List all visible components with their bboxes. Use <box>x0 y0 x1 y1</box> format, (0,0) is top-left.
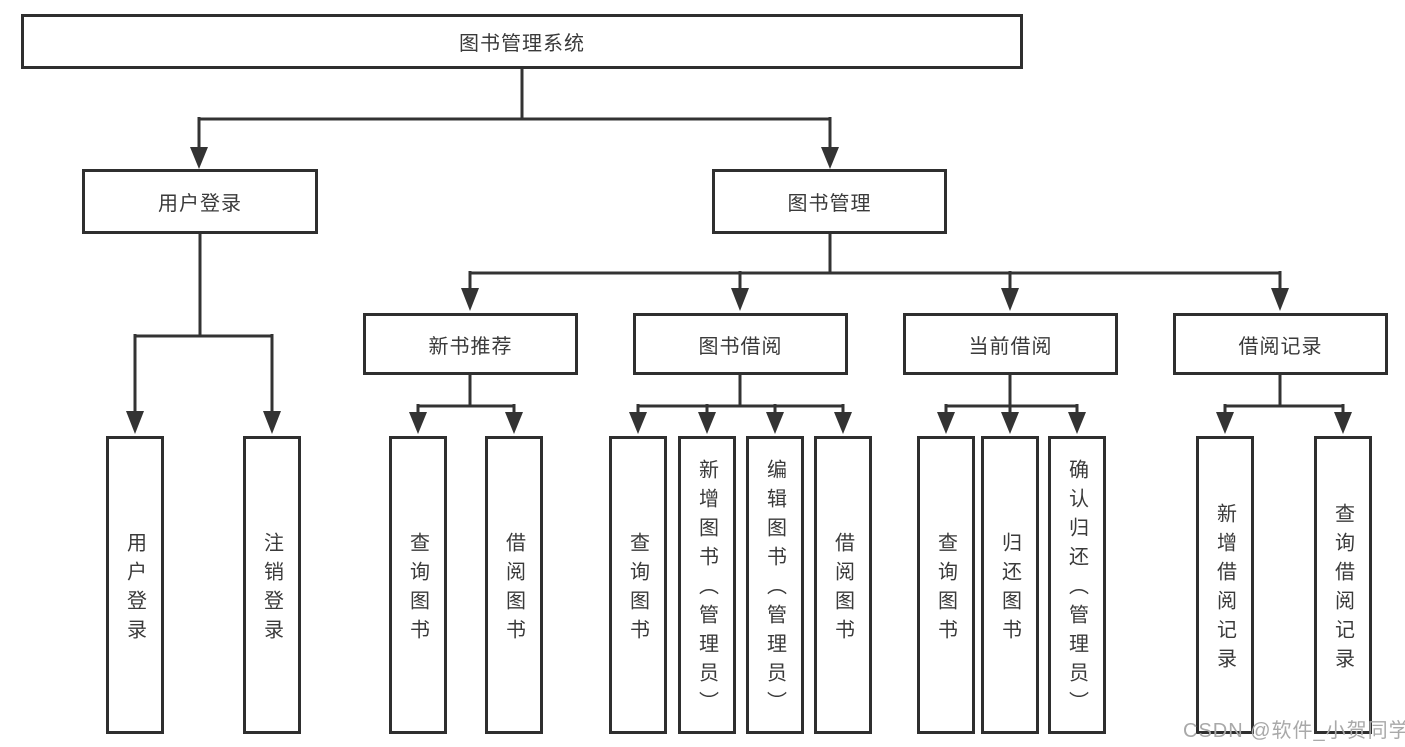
node-book-management: 图书管理 <box>712 169 947 234</box>
leaf-borrow-books-label: 借阅图书 <box>831 531 854 648</box>
connector-user-login <box>126 234 281 434</box>
leaf-query-borrow-record: 查询借阅记录 <box>1314 436 1372 734</box>
leaf-query-books-recommend: 查询图书 <box>389 436 447 734</box>
leaf-logout-label: 注销登录 <box>260 531 283 648</box>
leaf-logout: 注销登录 <box>243 436 301 734</box>
leaf-confirm-return-admin: 确认归还（管理员） <box>1048 436 1106 734</box>
leaf-add-books-admin: 新增图书（管理员） <box>678 436 736 734</box>
leaf-query-books-borrow-label: 查询图书 <box>626 531 649 648</box>
connector-current-borrow <box>937 375 1086 434</box>
node-borrow-records-label: 借阅记录 <box>1238 335 1323 358</box>
connector-root <box>190 69 839 169</box>
node-book-management-label: 图书管理 <box>787 193 872 215</box>
leaf-add-books-admin-label: 新增图书（管理员） <box>695 459 718 720</box>
node-current-borrow: 当前借阅 <box>903 313 1118 375</box>
leaf-return-books: 归还图书 <box>981 436 1039 734</box>
node-book-borrow: 图书借阅 <box>633 313 848 375</box>
node-borrow-records: 借阅记录 <box>1173 313 1388 375</box>
connector-new-book-recommend <box>409 375 523 434</box>
node-root-label: 图书管理系统 <box>459 33 585 55</box>
leaf-query-books-current-label: 查询图书 <box>934 531 957 648</box>
leaf-borrow-books-recommend: 借阅图书 <box>485 436 543 734</box>
node-current-borrow-label: 当前借阅 <box>968 335 1053 358</box>
connector-borrow-records <box>1216 375 1352 434</box>
leaf-add-borrow-record: 新增借阅记录 <box>1196 436 1254 734</box>
leaf-query-books-recommend-label: 查询图书 <box>406 531 429 648</box>
leaf-edit-books-admin: 编辑图书（管理员） <box>746 436 804 734</box>
leaf-query-borrow-record-label: 查询借阅记录 <box>1331 502 1354 677</box>
leaf-user-login: 用户登录 <box>106 436 164 734</box>
csdn-watermark: CSDN @软件_小贺同学 <box>1183 720 1405 742</box>
node-new-book-recommend: 新书推荐 <box>363 313 578 375</box>
node-root: 图书管理系统 <box>21 14 1023 69</box>
leaf-edit-books-admin-label: 编辑图书（管理员） <box>763 459 786 720</box>
node-new-book-recommend-label: 新书推荐 <box>428 335 513 358</box>
node-user-login: 用户登录 <box>82 169 318 234</box>
leaf-borrow-books-recommend-label: 借阅图书 <box>502 531 525 648</box>
node-book-borrow-label: 图书借阅 <box>698 335 783 358</box>
leaf-query-books-borrow: 查询图书 <box>609 436 667 734</box>
leaf-borrow-books: 借阅图书 <box>814 436 872 734</box>
leaf-confirm-return-admin-label: 确认归还（管理员） <box>1065 459 1088 720</box>
leaf-return-books-label: 归还图书 <box>998 531 1021 648</box>
connector-book-borrow <box>629 375 852 434</box>
leaf-user-login-label: 用户登录 <box>123 531 146 648</box>
node-user-login-label: 用户登录 <box>158 193 242 215</box>
connector-book-management <box>461 234 1289 311</box>
leaf-add-borrow-record-label: 新增借阅记录 <box>1213 502 1236 677</box>
leaf-query-books-current: 查询图书 <box>917 436 975 734</box>
